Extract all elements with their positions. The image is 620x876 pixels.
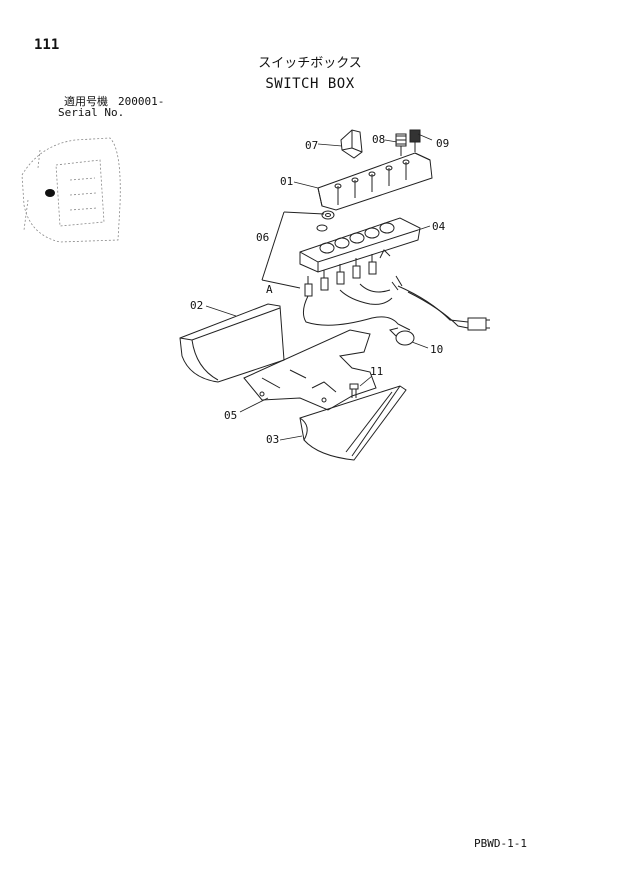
- serial-label-japanese: 適用号機: [64, 95, 108, 108]
- page-title: SWITCH BOX: [265, 76, 355, 92]
- callout-09: 09: [436, 137, 450, 150]
- part-wire-harness: [302, 283, 490, 331]
- part-screw: [349, 383, 359, 398]
- callout-leaders: [205, 133, 433, 441]
- callout-A: A: [266, 283, 273, 296]
- callout-04: 04: [432, 220, 446, 233]
- callout-07: 07: [305, 139, 319, 152]
- callout-02: 02: [190, 299, 204, 312]
- page-number: 111: [34, 37, 60, 53]
- callout-03: 03: [266, 433, 280, 446]
- title-japanese: スイッチボックス: [258, 56, 362, 71]
- footer-code: PBWD-1-1: [474, 837, 527, 850]
- serial-value: 200001-: [118, 95, 165, 108]
- part-washer: [316, 210, 335, 232]
- callout-08: 08: [372, 133, 386, 146]
- serial-label: Serial No.: [58, 106, 125, 119]
- switch-stems: [337, 162, 407, 205]
- callout-06: 06: [256, 231, 270, 244]
- callout-bracket-06: [261, 211, 325, 289]
- part-switch-panel: [299, 217, 421, 273]
- callout-10: 10: [430, 343, 444, 356]
- part-rotary-knobs: [395, 129, 421, 156]
- part-left-shell: [179, 303, 285, 383]
- machine-thumbnail: [21, 137, 121, 243]
- callout-11: 11: [370, 365, 384, 378]
- part-plate: [243, 329, 377, 411]
- machine-thumbnail-marker: [45, 189, 55, 197]
- part-right-shell: [299, 385, 407, 461]
- part-clamp: [389, 327, 415, 346]
- part-switch-row: [304, 249, 403, 297]
- callout-05: 05: [224, 409, 238, 422]
- part-knob: [340, 129, 363, 159]
- callout-01: 01: [280, 175, 294, 188]
- part-upper-cover: [317, 152, 433, 211]
